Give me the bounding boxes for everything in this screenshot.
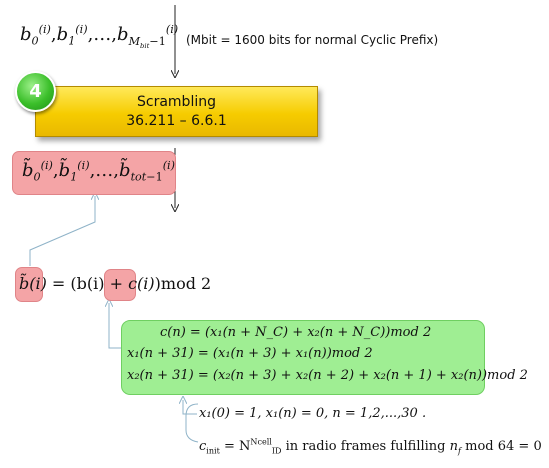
connector-btilde-to-output xyxy=(29,196,95,266)
scrambled-bits-highlight xyxy=(12,151,176,195)
scrambling-reference: 36.211 – 6.6.1 xyxy=(126,113,227,129)
input-bit-sequence: b0(i),b1(i),…,bMbit−1(i) xyxy=(20,23,179,50)
x1-initialization: x₁(0) = 1, x₁(n) = 0, n = 1,2,...,30 . xyxy=(199,406,427,421)
step-number-badge: 4 xyxy=(15,71,56,112)
equation-c-n: c(n) = (x₁(n + N_C) + x₂(n + N_C))mod 2 xyxy=(160,325,432,340)
scrambled-bit-sequence: b̃0(i),b̃1(i),…,b̃tot−1(i) xyxy=(22,159,175,184)
scramble-equation: b̃(i) = (b(i) + c(i))mod 2 xyxy=(19,274,212,293)
cinit-definition: cinit = NNcellID in radio frames fulfill… xyxy=(199,437,542,456)
scrambling-sequence-box xyxy=(121,320,485,395)
brace-init xyxy=(185,403,199,443)
equation-x2: x₂(n + 31) = (x₂(n + 3) + x₂(n + 2) + x₂… xyxy=(127,368,528,383)
connector-sequence-to-ci xyxy=(109,303,121,349)
scrambling-title: Scrambling xyxy=(137,94,216,110)
ci-highlight xyxy=(104,269,136,301)
mbit-note: (Mbit = 1600 bits for normal Cyclic Pref… xyxy=(186,33,439,47)
scrambling-block: Scrambling 36.211 – 6.6.1 xyxy=(35,86,318,137)
connector-init-to-sequence xyxy=(183,400,197,415)
equation-x1: x₁(n + 31) = (x₁(n + 3) + x₁(n))mod 2 xyxy=(127,346,373,361)
btilde-highlight xyxy=(15,267,43,302)
